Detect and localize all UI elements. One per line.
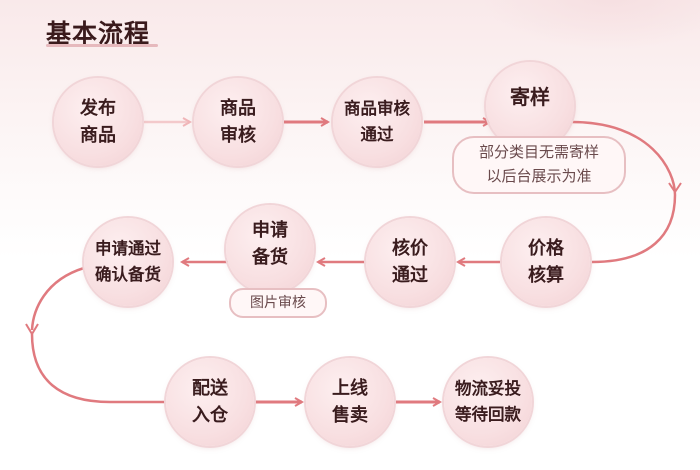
step-price-calculation: 价格 核算: [502, 218, 590, 306]
step-publish-product: 发布 商品: [54, 78, 142, 166]
curve-8-down: [30, 266, 85, 331]
step-online-sale: 上线 售卖: [306, 358, 394, 446]
step-label: 寄样: [510, 85, 550, 109]
step-review-passed: 商品审核 通过: [333, 78, 421, 166]
step-product-review: 商品 审核: [194, 78, 282, 166]
step-label: 核价 通过: [392, 238, 428, 286]
step-label: 发布 商品: [80, 98, 116, 146]
step-send-sample: 寄样: [486, 62, 574, 150]
sample-note: 部分类目无需寄样 以后台展示为准: [452, 136, 626, 194]
step-label: 申请通过 确认备货: [95, 239, 161, 284]
step-label: 商品审核 通过: [344, 99, 410, 144]
step-label: 配送 入仓: [192, 378, 228, 426]
step-await-payment: 物流妥投 等待回款: [444, 358, 532, 446]
step-deliver-warehouse: 配送 入仓: [166, 358, 254, 446]
step-price-approved: 核价 通过: [366, 218, 454, 306]
title-underline: [46, 44, 158, 47]
page-title: 基本流程: [46, 19, 151, 48]
curve-4-5: [571, 120, 677, 264]
curve-arrowhead: [668, 182, 682, 194]
step-apply-stock: 申请 备货: [226, 205, 314, 293]
image-review-note: 图片审核: [229, 288, 327, 318]
step-label: 申请 备货: [252, 220, 288, 268]
step-label: 上线 售卖: [332, 378, 368, 426]
curve-8-9: [30, 333, 166, 404]
step-confirm-stock: 申请通过 确认备货: [84, 218, 172, 306]
step-label: 商品 审核: [220, 98, 256, 146]
step-label: 价格 核算: [528, 238, 564, 286]
step-label: 物流妥投 等待回款: [455, 379, 521, 424]
